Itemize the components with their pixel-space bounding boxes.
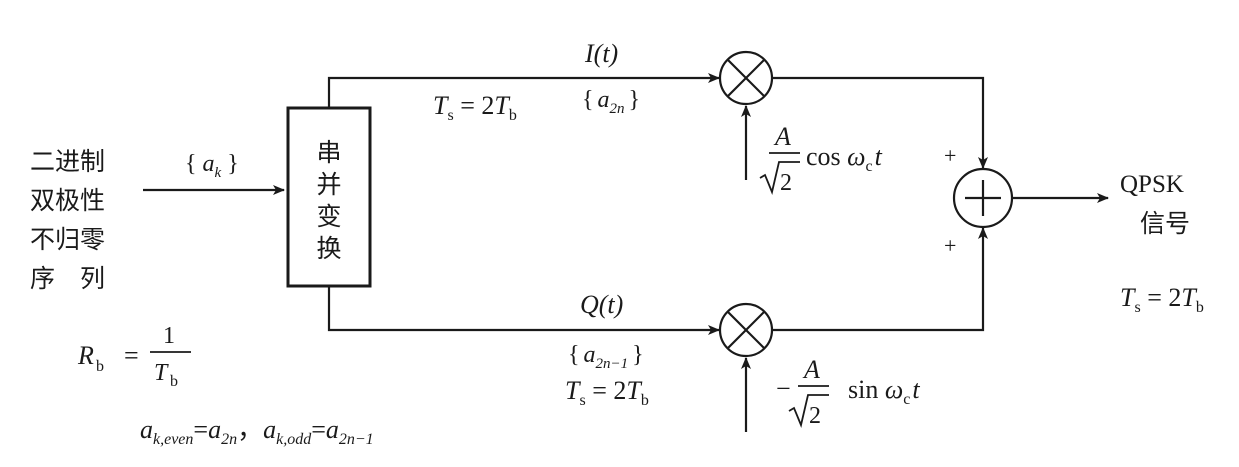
output-symbol-period: Ts = 2Tb <box>1120 283 1204 316</box>
q-branch-line <box>327 286 720 335</box>
i-branch-symbol-period: Ts = 2Tb <box>433 91 517 124</box>
svg-text:b: b <box>170 373 178 390</box>
sin-carrier-label: − A 2 sin ωct <box>776 355 920 429</box>
serial-parallel-converter <box>286 106 372 288</box>
input-line-4: 序 列 <box>30 264 105 293</box>
bit-rate-formula: R b = 1 T b <box>77 323 191 390</box>
q-multiplier <box>718 302 774 358</box>
svg-text:A: A <box>802 355 820 384</box>
q-to-adder-line <box>772 227 988 332</box>
svg-text:−: − <box>776 374 791 403</box>
output-label-line-1: QPSK <box>1120 171 1184 198</box>
adder <box>952 167 1014 229</box>
input-line-2: 双极性 <box>30 186 105 215</box>
svg-text:sin ωct: sin ωct <box>848 375 920 408</box>
q-branch-label: Q(t) <box>580 290 623 319</box>
input-line-3: 不归零 <box>30 225 105 254</box>
i-branch-line <box>327 73 720 108</box>
svg-text:变: 变 <box>316 202 341 231</box>
adder-plus-bottom: + <box>944 233 956 258</box>
i-branch-label: I(t) <box>584 39 618 68</box>
svg-text:2: 2 <box>809 403 821 429</box>
svg-text:换: 换 <box>316 234 341 263</box>
svg-text:T: T <box>154 360 169 386</box>
svg-text:1: 1 <box>163 323 175 349</box>
sqrt-symbol <box>759 161 800 195</box>
i-branch-sequence: {a2n} <box>582 87 640 117</box>
input-line-1: 二进制 <box>30 147 105 176</box>
input-sequence-label: {ak} <box>185 151 239 181</box>
svg-text:R: R <box>77 341 94 370</box>
cos-carrier-label: A 2 cos ωct <box>759 122 883 196</box>
q-branch-sequence: {a2n−1} <box>568 342 644 372</box>
i-multiplier <box>718 50 774 106</box>
converter-label: 串 并 变 换 <box>316 138 341 263</box>
even-odd-formula: ak,even=a2n，ak,odd=a2n−1 <box>140 415 374 448</box>
svg-text:并: 并 <box>316 170 341 199</box>
sqrt-symbol <box>788 394 829 428</box>
svg-text:串: 串 <box>316 138 341 167</box>
input-description: 二进制 双极性 不归零 序 列 <box>30 147 105 293</box>
q-branch-symbol-period: Ts = 2Tb <box>565 376 649 409</box>
svg-text:=: = <box>124 341 139 370</box>
svg-text:b: b <box>96 358 104 375</box>
svg-text:A: A <box>773 122 791 151</box>
i-to-adder-line <box>772 76 988 169</box>
svg-text:cos ωct: cos ωct <box>806 142 883 175</box>
adder-plus-top: + <box>944 143 956 168</box>
svg-text:2: 2 <box>780 170 792 196</box>
output-label-line-2: 信号 <box>1140 209 1190 238</box>
